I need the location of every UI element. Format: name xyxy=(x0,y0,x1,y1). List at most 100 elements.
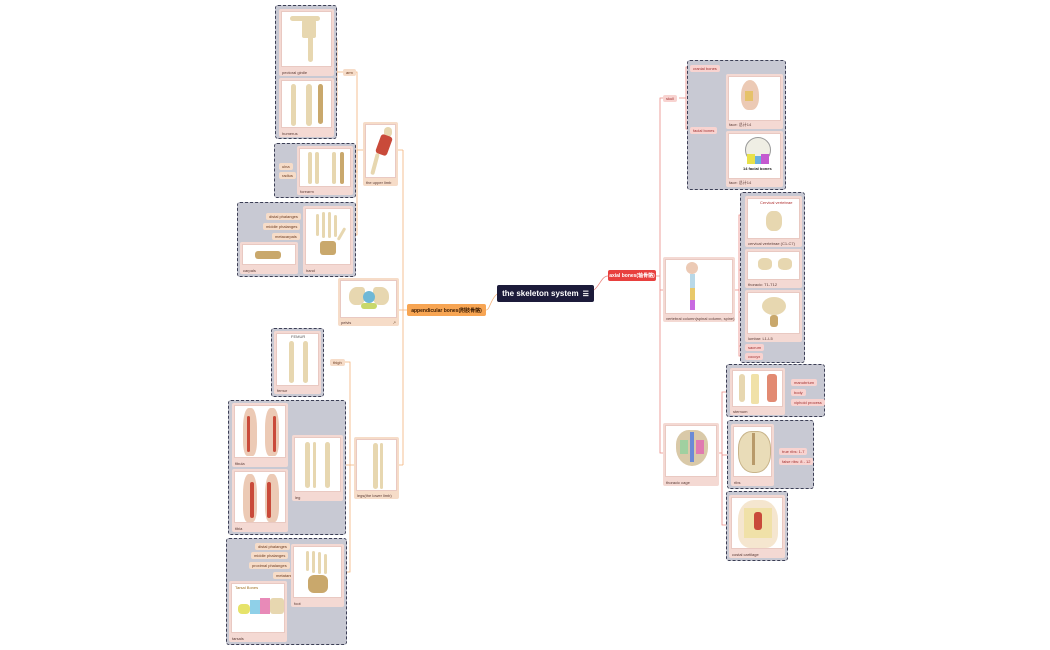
sternum-card[interactable]: sternum xyxy=(730,368,785,415)
skull-group: cranial bones facial bones face: 总计14 14… xyxy=(687,60,786,190)
facial-bones-image: 14 facial bones xyxy=(728,133,781,179)
forearm-label: forearm xyxy=(300,189,314,194)
manubrium-label[interactable]: manubrium xyxy=(791,379,818,386)
foot-metatarsals-label[interactable]: metatarsals xyxy=(273,572,300,579)
hand-card[interactable]: hand xyxy=(303,206,353,274)
hand-metacarpals-label[interactable]: metacarpals xyxy=(272,233,300,240)
thoracic-image xyxy=(747,251,800,280)
cervical-label: cervical vertebrae (C1-C7) xyxy=(748,241,795,246)
vertebral-column-image xyxy=(665,259,733,314)
femur-header: FEMUR xyxy=(291,334,306,339)
facial-card-1[interactable]: face: 总计14 xyxy=(726,74,783,129)
thoracic-card[interactable]: thoracic: T1-T12 xyxy=(745,249,802,288)
lower-limb-label: legs(the lower limb) xyxy=(357,493,392,498)
root-node[interactable]: the skeleton system ☰ xyxy=(497,285,594,302)
facial-bones-label[interactable]: facial bones xyxy=(690,127,718,134)
skull-label[interactable]: skull xyxy=(663,95,678,102)
costal-cartilage-card[interactable]: costal cartilage xyxy=(729,495,785,558)
thigh-label[interactable]: thigh xyxy=(330,359,345,366)
leg-card[interactable]: leg xyxy=(292,435,343,501)
femur-image: FEMUR xyxy=(276,333,319,386)
true-ribs-label[interactable]: true ribs: 1-7 xyxy=(779,448,808,455)
costal-group: costal cartilage xyxy=(726,491,788,561)
carpals-card[interactable]: carpals xyxy=(240,242,298,274)
leg-group: fibula tibia leg xyxy=(228,400,346,535)
facial-card-2[interactable]: 14 facial bones face: 总计14 xyxy=(726,131,783,187)
foot-distal-phalanges-label[interactable]: distal phalanges xyxy=(255,543,290,550)
foot-image xyxy=(293,546,342,598)
link-icon[interactable]: ↗ xyxy=(392,320,396,325)
tarsals-header: Tarsal Bones xyxy=(235,585,259,590)
thoracic-label: thoracic: T1-T12 xyxy=(748,282,778,287)
tibia-card[interactable]: tibia xyxy=(232,469,288,532)
column-group: Cervical vertebrae cervical vertebrae (C… xyxy=(740,192,805,363)
carpals-label: carpals xyxy=(243,268,256,273)
vertebral-column-label: vertebral column(spinal column, spine) xyxy=(666,316,735,321)
pectoral-girdle-image xyxy=(281,11,332,67)
thoracic-cage-image xyxy=(665,425,717,477)
sternum-group: sternum manubrium body xiphoid process xyxy=(726,364,825,417)
forearm-card[interactable]: forearm xyxy=(297,146,353,195)
facial-count-text: 14 facial bones xyxy=(743,166,772,171)
foot-label: foot xyxy=(294,601,301,606)
foot-proximal-phalanges-label[interactable]: proximal phalanges xyxy=(249,562,290,569)
humerus-card[interactable]: humerus xyxy=(279,78,334,137)
root-title: the skeleton system xyxy=(502,289,579,298)
lumbar-image xyxy=(747,292,800,334)
fibula-label: fibula xyxy=(235,461,245,466)
thoracic-cage-card[interactable]: thoracic cage xyxy=(663,423,719,486)
hand-image xyxy=(305,208,351,265)
cranial-bones-label[interactable]: cranial bones xyxy=(690,65,720,72)
hand-group: distal phalanges middle phalanges metaca… xyxy=(237,202,356,277)
xiphoid-process-label[interactable]: xiphoid process xyxy=(791,399,825,406)
false-ribs-label[interactable]: false ribs: 8 - 12 xyxy=(779,458,814,465)
forearm-image xyxy=(299,148,351,187)
humerus-image xyxy=(281,80,332,128)
appendicular-node[interactable]: appendicular bones(附肢骨骼) xyxy=(407,304,486,316)
thoracic-cage-label: thoracic cage xyxy=(666,480,690,485)
facial-card-1-label: face: 总计14 xyxy=(729,122,752,127)
edge-column-branches xyxy=(735,214,744,357)
upper-limb-label: the upper limb xyxy=(366,180,392,185)
pectoral-girdle-card[interactable]: pectoral girdle xyxy=(279,9,334,76)
foot-middle-phalanges-label[interactable]: middle phalanges xyxy=(251,552,289,559)
ulna-label[interactable]: ulna xyxy=(279,163,293,170)
leg-label: leg xyxy=(295,495,301,500)
hand-distal-phalanges-label[interactable]: distal phalanges xyxy=(266,213,301,220)
femur-card[interactable]: FEMUR femur xyxy=(274,331,321,394)
humerus-label: humerus xyxy=(282,131,298,136)
edge-upper-hand xyxy=(356,150,358,236)
coccyx-label[interactable]: coccyx xyxy=(745,353,764,360)
tibia-label: tibia xyxy=(235,526,243,531)
lumbar-card[interactable]: lumbar: L1-L5 xyxy=(745,290,802,342)
ribs-image xyxy=(733,426,772,477)
face-image xyxy=(728,76,781,121)
lower-limb-card[interactable]: legs(the lower limb) xyxy=(354,437,399,499)
pelvis-card[interactable]: pelvis ↗ xyxy=(338,278,399,326)
lumbar-label: lumbar: L1-L5 xyxy=(748,336,773,341)
hand-middle-phalanges-label[interactable]: middle phalanges xyxy=(263,223,301,230)
arm-label[interactable]: arm xyxy=(343,69,356,76)
axial-node[interactable]: axial bones(轴骨骼) xyxy=(608,270,656,281)
carpals-image xyxy=(242,244,296,265)
fibula-card[interactable]: fibula xyxy=(232,403,288,467)
facial-card-2-label: face: 总计14 xyxy=(729,180,752,185)
vertebral-column-card[interactable]: vertebral column(spinal column, spine) xyxy=(663,257,735,322)
sternum-label: sternum xyxy=(733,409,748,414)
tarsals-label: tarsals xyxy=(232,636,244,641)
edge-lower-foot xyxy=(347,465,351,573)
foot-card[interactable]: foot xyxy=(291,544,344,607)
radius-label[interactable]: radius xyxy=(279,172,296,179)
ribs-group: ribs true ribs: 1-7 false ribs: 8 - 12 xyxy=(727,420,814,489)
sternum-body-label[interactable]: body xyxy=(791,389,806,396)
sacrum-label[interactable]: sacrum xyxy=(745,344,765,351)
foot-group: distal phalanges middle phalanges proxim… xyxy=(226,538,347,645)
edge-axial-spine xyxy=(656,97,663,454)
ribs-label: ribs xyxy=(734,480,741,485)
costal-cartilage-label: costal cartilage xyxy=(732,552,759,557)
cervical-card[interactable]: Cervical vertebrae cervical vertebrae (C… xyxy=(745,196,802,247)
tarsals-card[interactable]: Tarsal Bones tarsals xyxy=(229,581,287,642)
ribs-card[interactable]: ribs xyxy=(731,424,774,486)
upper-limb-card[interactable]: the upper limb xyxy=(363,122,398,186)
